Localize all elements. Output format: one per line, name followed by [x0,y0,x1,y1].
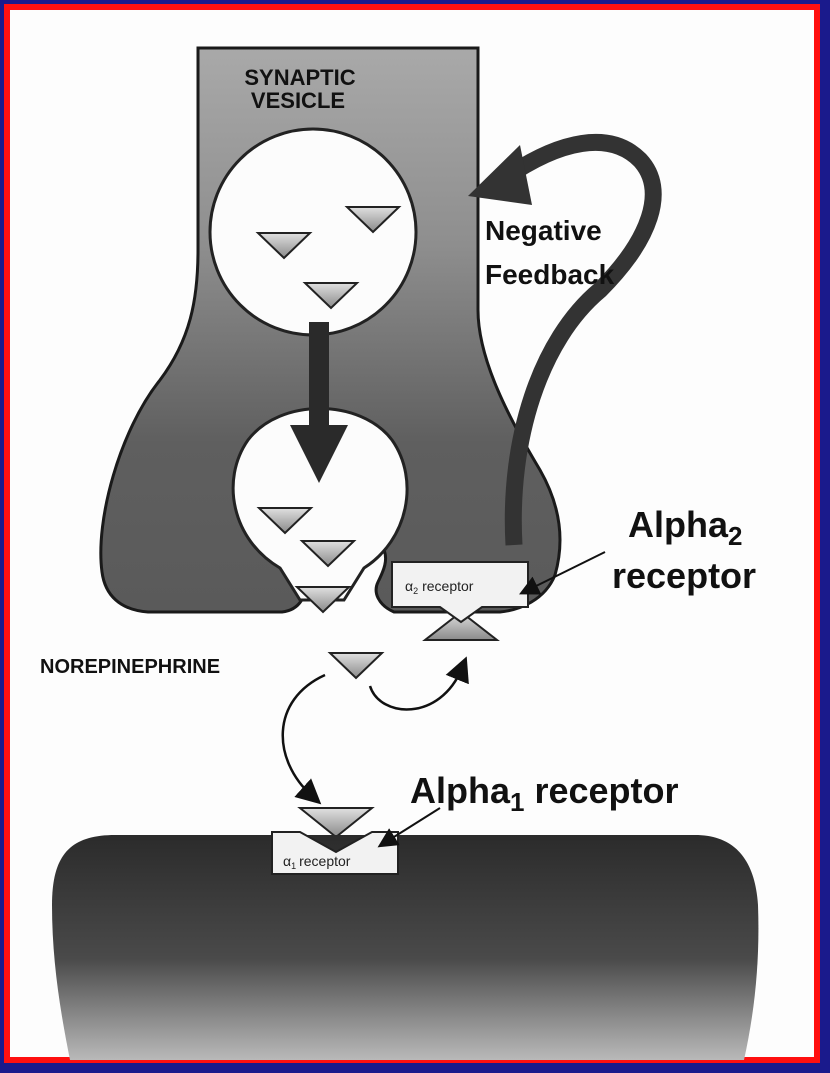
synaptic-vesicle-label-line1: SYNAPTIC [244,65,355,90]
synaptic-vesicle [210,129,416,335]
norepinephrine-label: NOREPINEPHRINE [40,656,220,678]
to-alpha1-arrow [283,675,325,796]
norepinephrine-molecule [330,653,382,678]
alpha2-receptor-label-line1: Alpha2 [628,504,742,551]
postsynaptic-neuron [52,835,758,1060]
negative-feedback-label-line2: Feedback [485,259,615,290]
alpha1-receptor-label: Alpha1 receptor [410,770,679,817]
bound-alpha1-molecule [300,808,372,837]
reuptake-to-alpha2-arrow [370,668,462,709]
release-arrow-shaft [309,322,329,432]
synaptic-vesicle-label-line2: VESICLE [251,88,345,113]
alpha2-receptor-label-line2: receptor [612,555,756,596]
negative-feedback-label-line1: Negative [485,215,602,246]
